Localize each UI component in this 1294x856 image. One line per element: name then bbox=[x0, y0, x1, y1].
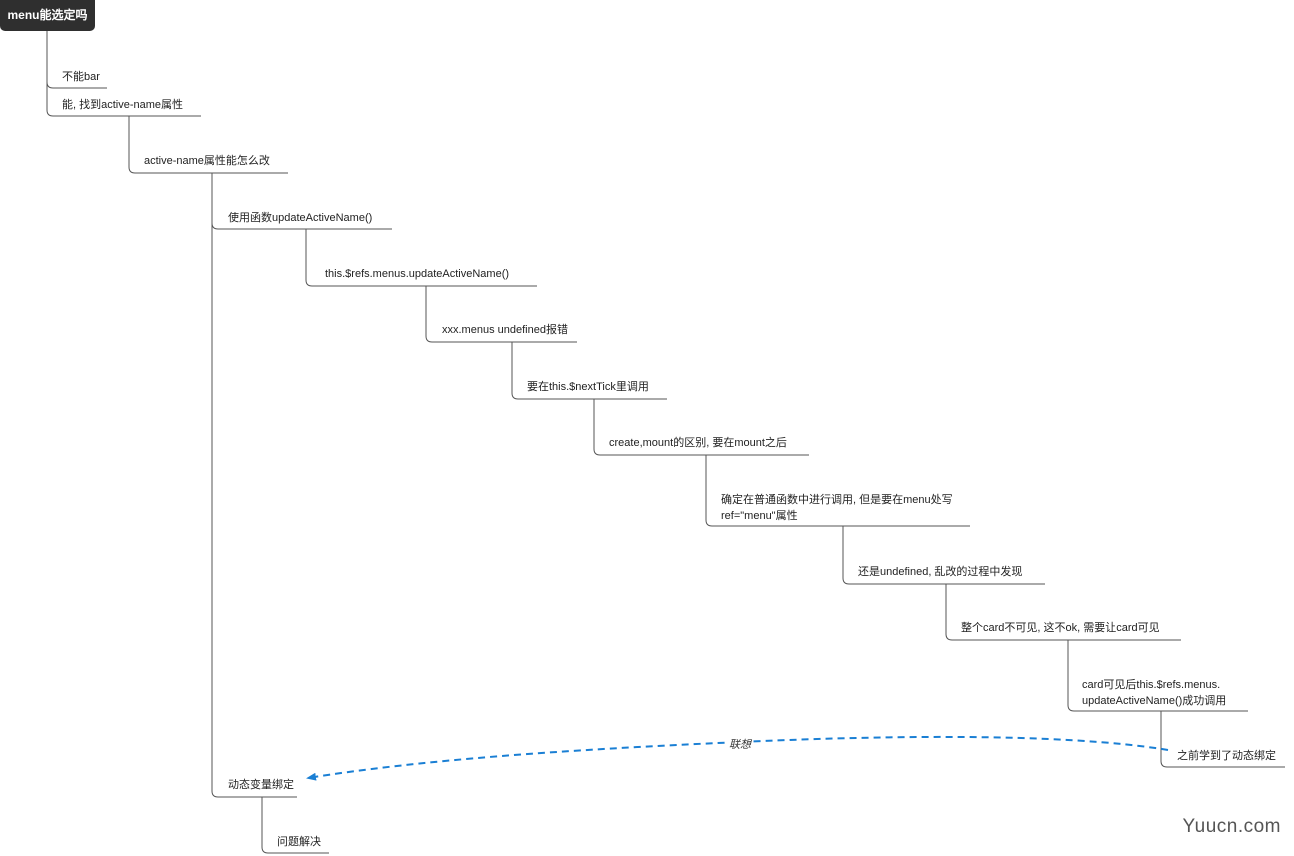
branch-n2 bbox=[128, 116, 136, 174]
topic-n10[interactable]: 还是undefined, 乱改的过程中发现 bbox=[858, 566, 1023, 578]
branch-n10 bbox=[945, 584, 953, 641]
topic-n12[interactable]: card可见后this.$refs.menus. updateActiveNam… bbox=[1082, 677, 1226, 709]
branch-n3 bbox=[211, 173, 219, 798]
topic-n12-line2: updateActiveName()成功调用 bbox=[1082, 695, 1227, 707]
topic-n9[interactable]: 确定在普通函数中进行调用, 但是要在menu处写 ref="menu"属性 bbox=[721, 492, 953, 524]
topic-n6[interactable]: xxx.menus undefined报错 bbox=[442, 324, 568, 336]
branch-n5 bbox=[425, 286, 433, 343]
branch-n9 bbox=[842, 526, 850, 585]
branch-n14 bbox=[261, 797, 269, 854]
topic-n13[interactable]: 之前学到了动态绑定 bbox=[1177, 750, 1276, 762]
branch-n8 bbox=[705, 455, 713, 527]
underline-n4 bbox=[211, 222, 392, 230]
topic-n12-line1: card可见后this.$refs.menus. bbox=[1082, 679, 1221, 691]
branch-n4 bbox=[305, 229, 313, 287]
underline-n1 bbox=[46, 81, 107, 89]
topic-n1[interactable]: 不能bar bbox=[62, 71, 100, 83]
branch-n6 bbox=[511, 342, 519, 400]
branch-n11 bbox=[1067, 640, 1075, 712]
topic-n15[interactable]: 问题解决 bbox=[277, 836, 321, 848]
relation-label: 联想 bbox=[727, 736, 753, 752]
branch-n7 bbox=[593, 399, 601, 456]
topic-n8[interactable]: create,mount的区别, 要在mount之后 bbox=[609, 437, 787, 449]
topic-n9-line2: ref="menu"属性 bbox=[721, 510, 798, 522]
watermark: Yuucn.com bbox=[1182, 816, 1281, 837]
topic-n4[interactable]: 使用函数updateActiveName() bbox=[228, 212, 373, 224]
root-topic[interactable]: menu能选定吗 bbox=[0, 0, 95, 31]
topic-n14[interactable]: 动态变量绑定 bbox=[228, 779, 294, 791]
relation-curve[interactable] bbox=[306, 735, 1169, 781]
topic-n3[interactable]: active-name属性能怎么改 bbox=[144, 155, 270, 167]
topic-n11[interactable]: 整个card不可见, 这不ok, 需要让card可见 bbox=[961, 622, 1160, 634]
branch-n12 bbox=[1160, 711, 1168, 768]
topic-n7[interactable]: 要在this.$nextTick里调用 bbox=[527, 381, 649, 393]
branch-root bbox=[46, 31, 54, 117]
topic-n5[interactable]: this.$refs.menus.updateActiveName() bbox=[325, 268, 510, 280]
relation-link[interactable] bbox=[306, 735, 1169, 781]
topic-n9-line1: 确定在普通函数中进行调用, 但是要在menu处写 bbox=[721, 494, 953, 506]
connector-lines bbox=[46, 31, 1285, 854]
topic-n2[interactable]: 能, 找到active-name属性 bbox=[62, 99, 184, 111]
